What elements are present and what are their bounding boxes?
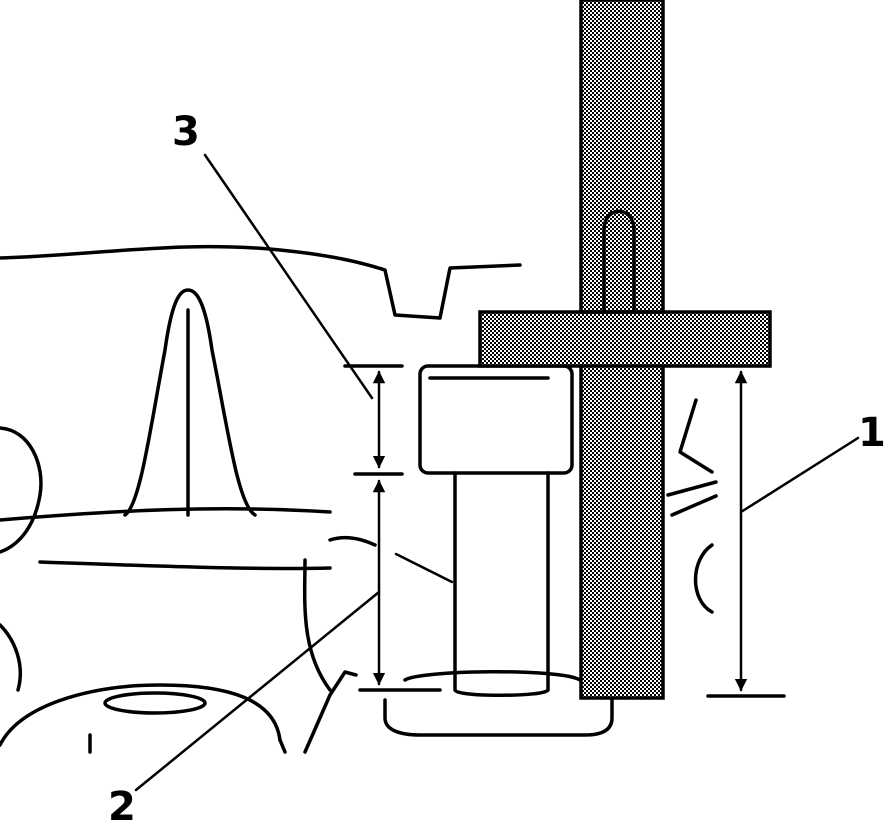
lower-boss bbox=[0, 670, 358, 754]
right-features bbox=[666, 398, 718, 614]
left-features bbox=[0, 426, 43, 692]
bolt bbox=[418, 364, 574, 697]
callout-3: 3 bbox=[172, 109, 200, 155]
tool-slot bbox=[602, 209, 636, 314]
bolt-shank bbox=[453, 471, 550, 697]
bolt-head bbox=[418, 364, 574, 475]
gauge-tool bbox=[478, 0, 772, 700]
dimension-1 bbox=[706, 370, 860, 698]
callout-2: 2 bbox=[108, 784, 136, 830]
housing-outline bbox=[0, 244, 522, 692]
dimension-2-3 bbox=[134, 153, 454, 792]
tool-crossbar bbox=[478, 310, 772, 368]
base-washer bbox=[383, 670, 614, 737]
callout-1: 1 bbox=[858, 410, 886, 456]
cone-rib bbox=[123, 288, 257, 517]
